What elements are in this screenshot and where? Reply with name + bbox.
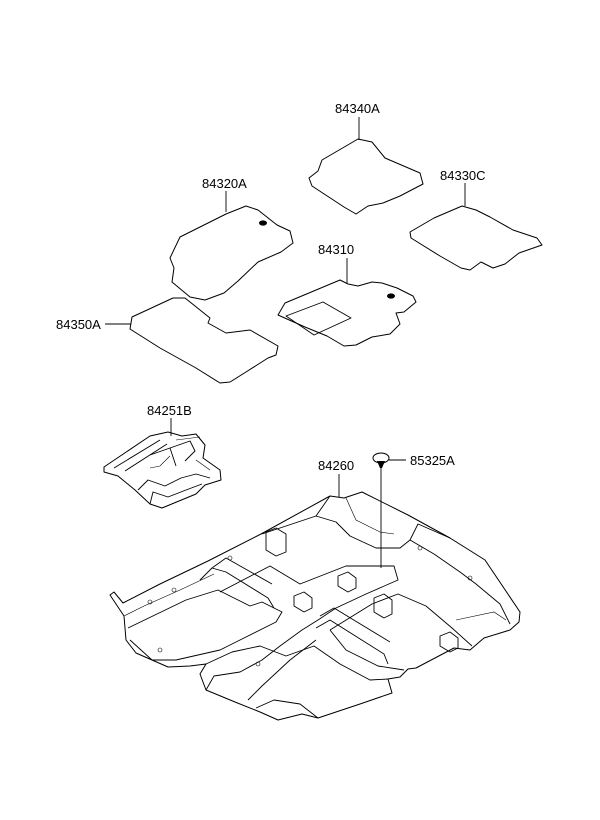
carpet-84260-bracket-1 [265, 527, 287, 557]
mat-84310-heel-pad [285, 301, 352, 336]
floor-mat-84340A[interactable] [308, 138, 424, 215]
pad-84251B-inner-edge [149, 436, 211, 471]
pad-84251B[interactable] [103, 431, 222, 509]
carpet-84260-clip-holes [147, 545, 473, 667]
carpet-84260-front-left-well [127, 589, 283, 661]
carpet-84260-crossmember [199, 557, 391, 665]
carpet-84260-bracket-3 [293, 591, 313, 613]
label-85325A: 85325A [410, 453, 455, 468]
mat-84320A-outline [169, 205, 294, 301]
pad-84251B-ribs [113, 439, 211, 505]
carpet-84260-bracket-5 [337, 571, 357, 593]
clip-85325A-stem [377, 461, 385, 468]
floor-mat-84330C[interactable] [409, 205, 543, 271]
label-84340A: 84340A [335, 101, 380, 116]
label-84320A: 84320A [202, 176, 247, 191]
label-84310: 84310 [318, 242, 354, 257]
clip-85325A[interactable] [372, 452, 390, 468]
floor-mat-84310[interactable] [277, 279, 417, 347]
carpet-84260-back-panel [261, 495, 511, 625]
mat-84330C-outline [409, 205, 543, 271]
carpet-84260-rear-left-well [205, 645, 389, 719]
carpet-84260-tunnel [205, 565, 399, 691]
label-84350A: 84350A [56, 317, 101, 332]
mat-84310-fastener-hole [387, 293, 395, 299]
mat-84320A-fastener-hole [259, 220, 267, 226]
mat-84310-outline [277, 279, 417, 347]
label-84260: 84260 [318, 458, 354, 473]
floor-carpet-84260[interactable] [109, 491, 521, 721]
label-84330C: 84330C [440, 168, 486, 183]
carpet-84260-side-flange [123, 497, 507, 621]
mat-84350A-outline [129, 297, 279, 384]
carpet-84260-bracket-2 [373, 593, 393, 619]
floor-mat-84320A[interactable] [169, 205, 294, 301]
carpet-84260-bracket-4 [439, 631, 459, 653]
carpet-84260-outline [109, 491, 521, 721]
label-84251B: 84251B [147, 403, 192, 418]
floor-mat-84350A[interactable] [129, 297, 279, 384]
pad-84251B-outline [103, 431, 222, 509]
mat-84340A-outline [308, 138, 424, 215]
